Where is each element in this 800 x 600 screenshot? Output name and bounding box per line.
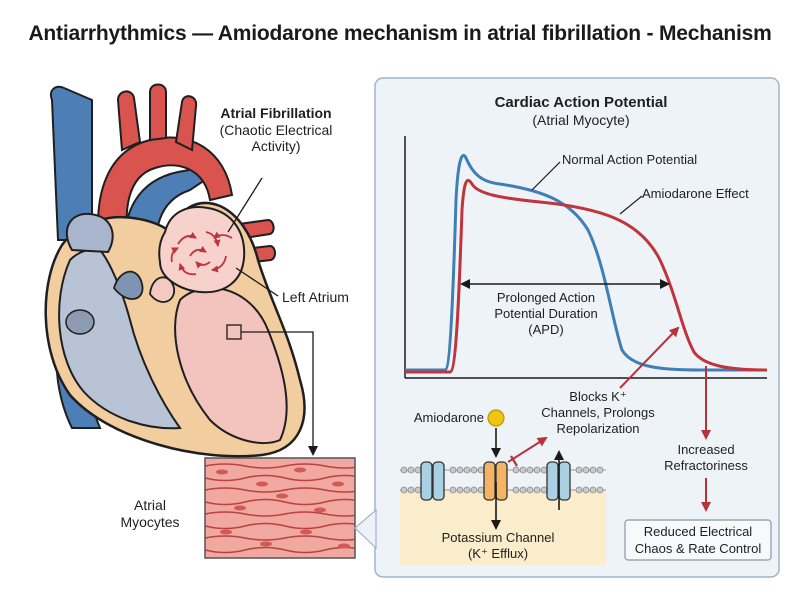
apd-label-line3: (APD) bbox=[528, 322, 563, 337]
aortic-branches bbox=[116, 83, 198, 152]
af-subtitle-line2: Activity) bbox=[252, 138, 301, 154]
lipid-head bbox=[575, 486, 583, 494]
lipid-head bbox=[477, 466, 485, 474]
channel-label-line1: Potassium Channel bbox=[442, 530, 555, 545]
lipid-head bbox=[575, 466, 583, 474]
lipid-head bbox=[407, 466, 415, 474]
lipid-head bbox=[533, 466, 541, 474]
lipid-head bbox=[519, 486, 527, 494]
lipid-head bbox=[519, 466, 527, 474]
lipid-head bbox=[463, 486, 471, 494]
amio-label-leader bbox=[619, 195, 643, 215]
left-atrium-label: Left Atrium bbox=[282, 289, 349, 305]
lipid-head bbox=[400, 466, 408, 474]
lipid-head bbox=[540, 486, 548, 494]
heart-illustration bbox=[44, 83, 318, 458]
myocyte-tissue bbox=[205, 458, 355, 558]
superior-vena-cava bbox=[50, 85, 93, 241]
lipid-head bbox=[526, 466, 534, 474]
lipid-head bbox=[533, 486, 541, 494]
lipid-head bbox=[414, 466, 422, 474]
amiodarone-effect-curve bbox=[405, 178, 768, 374]
lipid-head bbox=[596, 486, 604, 494]
blocks-to-curve-arrow bbox=[619, 326, 680, 389]
channel-label-line2: (K⁺ Efflux) bbox=[468, 546, 528, 561]
amiodarone-molecule bbox=[487, 409, 505, 427]
normal-action-potential-curve bbox=[405, 154, 767, 372]
lipid-head bbox=[540, 466, 548, 474]
intracellular-region bbox=[400, 490, 606, 565]
lipid-head bbox=[526, 486, 534, 494]
blocks-label-line3: Repolarization bbox=[556, 421, 639, 436]
right-atrium bbox=[65, 212, 114, 254]
af-leader-line bbox=[227, 177, 263, 233]
inhibition-marker bbox=[507, 436, 548, 467]
ion-channel-left bbox=[420, 461, 445, 501]
lipid-head bbox=[456, 466, 464, 474]
lipid-head bbox=[463, 466, 471, 474]
lipid-head bbox=[414, 486, 422, 494]
tricuspid-valve bbox=[65, 309, 95, 335]
lipid-head bbox=[470, 466, 478, 474]
blocks-label-line1: Blocks K⁺ bbox=[569, 389, 626, 404]
amio-effect-label: Amiodarone Effect bbox=[642, 186, 749, 201]
refractoriness-line1: Increased bbox=[677, 442, 734, 457]
lipid-head bbox=[400, 486, 408, 494]
lipid-head bbox=[449, 466, 457, 474]
mitral-valve bbox=[149, 276, 175, 303]
myocytes-label-line1: Atrial bbox=[134, 497, 166, 513]
apd-label-line1: Prolonged Action bbox=[497, 290, 595, 305]
normal-label-leader bbox=[531, 161, 561, 191]
lipid-head bbox=[456, 486, 464, 494]
chaotic-activity-arrows bbox=[170, 231, 233, 276]
result-line1: Reduced Electrical bbox=[644, 524, 752, 539]
myocyte-tissue-border bbox=[204, 457, 356, 559]
drug-label: Amiodarone bbox=[414, 410, 484, 425]
callout-wedge bbox=[354, 508, 377, 550]
potassium-channel bbox=[483, 461, 508, 501]
lipid-head bbox=[589, 466, 597, 474]
lipid-head bbox=[407, 486, 415, 494]
figure-title: Antiarrhythmics — Amiodarone mechanism i… bbox=[28, 22, 772, 45]
af-title: Atrial Fibrillation bbox=[220, 105, 331, 121]
lipid-head bbox=[470, 486, 478, 494]
lipid-head bbox=[589, 486, 597, 494]
lipid-head bbox=[449, 486, 457, 494]
lipid-head bbox=[582, 466, 590, 474]
normal-ap-label: Normal Action Potential bbox=[562, 152, 697, 167]
lipid-head bbox=[512, 466, 520, 474]
myocytes-label-line2: Myocytes bbox=[120, 514, 179, 530]
lipid-head bbox=[512, 486, 520, 494]
action-potential-panel bbox=[374, 77, 780, 578]
result-line2: Chaos & Rate Control bbox=[635, 541, 762, 556]
panel-subtitle: (Atrial Myocyte) bbox=[532, 112, 629, 128]
panel-title: Cardiac Action Potential bbox=[495, 94, 668, 111]
aortic-arch bbox=[97, 136, 234, 251]
zoom-leader-line bbox=[241, 331, 318, 456]
pulmonary-valve bbox=[113, 270, 144, 300]
blocks-label-line2: Channels, Prolongs bbox=[541, 405, 655, 420]
refractoriness-line2: Refractoriness bbox=[664, 458, 748, 473]
lipid-head bbox=[582, 486, 590, 494]
lipid-head bbox=[477, 486, 485, 494]
lipid-head bbox=[596, 466, 604, 474]
af-subtitle-line1: (Chaotic Electrical bbox=[220, 122, 333, 138]
apd-label-line2: Potential Duration bbox=[494, 306, 597, 321]
result-box bbox=[624, 519, 772, 561]
left-atrium-leader-line bbox=[235, 267, 279, 297]
